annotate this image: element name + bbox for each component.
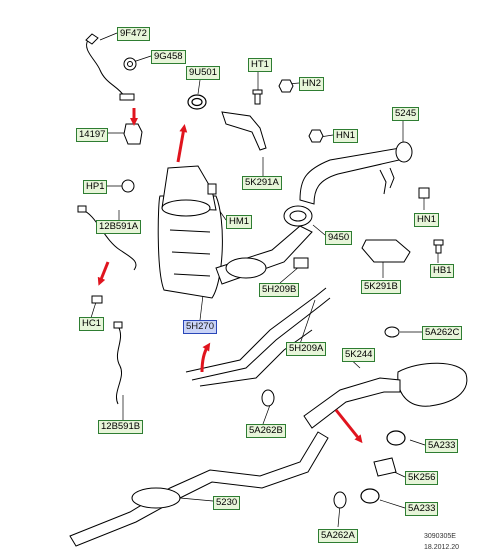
flex-section [225,257,267,279]
nut-hn1-upper [308,129,324,143]
part-label-5245[interactable]: 5245 [392,107,420,121]
part-label-hn1-upper[interactable]: HN1 [333,129,359,143]
connector-hc1 [91,295,103,304]
part-label-5h270[interactable]: 5H270 [183,320,217,334]
clamp-9u501 [187,94,207,110]
part-label-5a262c[interactable]: 5A262C [422,326,463,340]
part-label-5230[interactable]: 5230 [213,496,241,510]
part-label-5h209a[interactable]: 5H209A [286,342,327,356]
clamp-5a233-lower [360,488,380,504]
centre-pipe-5230 [69,431,329,547]
catalytic-converter-5h270 [157,165,223,299]
part-label-5k256[interactable]: 5K256 [405,471,439,485]
hanger-5a262c [384,326,400,338]
sensor-cable-12b591b [113,321,123,405]
part-label-hc1[interactable]: HC1 [79,317,105,331]
diagram-reference-code: 3090305E [424,533,456,540]
bolt-hb1 [433,239,444,254]
part-label-5a233-lower[interactable]: 5A233 [405,502,439,516]
part-label-9g458[interactable]: 9G458 [151,50,186,64]
part-label-hn1-lower[interactable]: HN1 [414,213,440,227]
part-label-hm1[interactable]: HM1 [226,215,253,229]
part-label-9f472[interactable]: 9F472 [117,27,150,41]
part-label-5h209b[interactable]: 5H209B [259,283,300,297]
part-label-5k244[interactable]: 5K244 [342,348,376,362]
bracket-5h209b [293,257,309,269]
part-label-hp1[interactable]: HP1 [83,180,108,194]
gasket-9450 [283,205,313,227]
nut-hn2 [278,79,294,93]
red-arrows [97,108,363,444]
part-label-12b591a[interactable]: 12B591A [96,220,142,234]
part-label-9u501[interactable]: 9U501 [186,66,220,80]
part-label-hn2[interactable]: HN2 [299,77,325,91]
clamp-5a233-upper [386,430,406,446]
plug-hp1 [121,179,135,193]
rear-muffler-5k244 [303,362,468,429]
hanger-5a262b [261,389,275,407]
oxygen-sensor-cable-upper [85,33,135,101]
part-label-hb1[interactable]: HB1 [430,264,455,278]
part-label-ht1[interactable]: HT1 [248,58,272,72]
sensor-9g458 [123,57,137,71]
bracket-5k291b [361,239,411,263]
part-label-14197[interactable]: 14197 [76,128,109,142]
diagram-reference-date: 18.2012.20 [424,544,460,551]
sensor-cable-12b591a [77,205,137,271]
hanger-5a262a [333,491,347,509]
part-label-5a262b[interactable]: 5A262B [246,424,286,438]
part-label-5k291a[interactable]: 5K291A [242,176,282,190]
part-label-9450[interactable]: 9450 [325,231,353,245]
pipe-5245 [299,141,413,205]
bracket-5k291a [221,111,267,151]
pipes-5h209a [185,287,331,387]
part-label-12b591b[interactable]: 12B591B [98,420,144,434]
part-label-5a262a[interactable]: 5A262A [318,529,358,543]
part-label-5a233-upper[interactable]: 5A233 [425,439,459,453]
bracket-14197 [123,123,143,145]
stud-ht1 [252,89,263,105]
part-label-5k291b[interactable]: 5K291B [361,280,401,294]
nut-hn1-lower [418,187,430,199]
intermediate-pipe [215,225,313,285]
sleeve-5k256 [373,457,397,477]
